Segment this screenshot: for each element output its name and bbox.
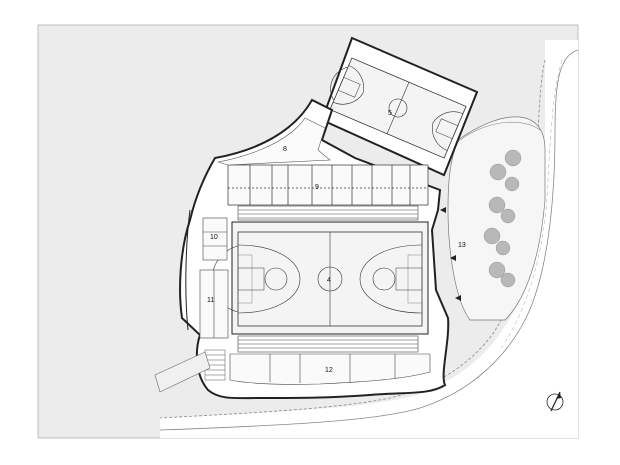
outdoor-court-5 xyxy=(329,57,467,159)
tree-icon xyxy=(488,261,506,279)
tree-icon xyxy=(495,240,511,256)
tree-group xyxy=(483,149,522,288)
entrance-arrows xyxy=(440,207,461,301)
tree-icon xyxy=(504,149,522,167)
tree-icon xyxy=(500,208,516,224)
label-room-5: 5 xyxy=(388,110,392,117)
tree-icon xyxy=(500,272,516,288)
road-centerline xyxy=(499,59,563,351)
north-arrow-icon xyxy=(546,391,564,412)
plaza-13 xyxy=(447,116,546,321)
west-wing-outer xyxy=(185,209,191,331)
external-ramp xyxy=(154,351,211,393)
label-room-12: 12 xyxy=(325,367,333,374)
label-room-11: 11 xyxy=(207,297,214,304)
road-edge-outer xyxy=(159,49,579,431)
west-rooms xyxy=(199,217,229,339)
label-room-8: 8 xyxy=(283,146,287,153)
tree-icon xyxy=(488,196,506,214)
south-rooms-12 xyxy=(229,353,431,385)
label-room-4: 4 xyxy=(327,277,331,284)
locker-rooms-9 xyxy=(227,164,429,206)
tree-icon xyxy=(504,176,520,192)
label-room-9: 9 xyxy=(315,184,319,191)
tree-icon xyxy=(489,163,507,181)
corridor-8 xyxy=(217,117,331,166)
label-room-10: 10 xyxy=(210,234,218,241)
tree-icon xyxy=(483,227,501,245)
north-seating xyxy=(237,205,419,221)
curved-road xyxy=(160,40,578,438)
south-seating xyxy=(237,335,419,353)
main-court-4 xyxy=(211,221,429,335)
label-room-13: 13 xyxy=(458,242,466,249)
